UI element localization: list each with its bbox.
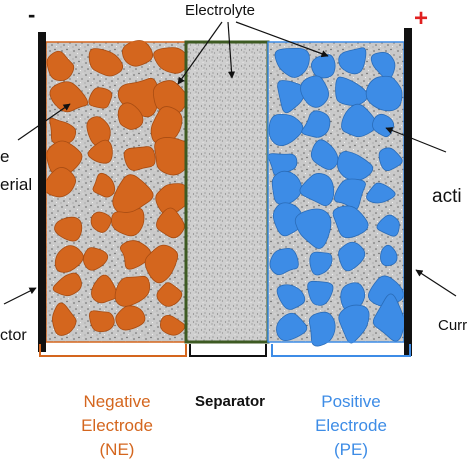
active-particle (376, 214, 400, 237)
electrolyte-arrow-pe (235, 21, 329, 58)
active-particle (144, 244, 179, 284)
plus-sign: + (414, 5, 428, 32)
pe-bracket (271, 344, 411, 357)
active-particle (49, 81, 89, 113)
electrolyte-arrow-sep (227, 21, 236, 79)
active-particle (269, 247, 299, 276)
pe-label-line3: (PE) (334, 440, 368, 459)
left-arrow-collector (3, 287, 37, 305)
active-particle (310, 139, 339, 170)
right-label-collector: Curr (438, 317, 467, 334)
active-particle (44, 167, 76, 198)
ne-label-line3: (NE) (99, 440, 135, 459)
active-particle (156, 207, 185, 239)
left-label-active-1: e (0, 147, 9, 166)
active-particle (338, 241, 366, 272)
active-particle (366, 182, 396, 204)
active-particle (92, 172, 116, 198)
left-label-active-2: erial (0, 175, 32, 194)
active-particle (309, 251, 333, 276)
right-label-active: acti (432, 186, 462, 207)
active-particle (54, 245, 84, 273)
active-particle (310, 54, 336, 79)
active-particle (159, 314, 186, 336)
active-particle (54, 216, 83, 242)
active-particle (332, 205, 369, 239)
ne-label-line1: Negative (83, 392, 151, 411)
active-particle (268, 113, 304, 147)
active-particle (156, 282, 183, 307)
pe-label: Positive Electrode (PE) (296, 390, 406, 462)
active-particle (300, 75, 329, 108)
positive-current-collector (404, 28, 412, 356)
active-particle (335, 76, 369, 106)
active-particle (88, 87, 113, 109)
active-particle (88, 48, 124, 77)
active-particle (87, 139, 113, 164)
separator-label-text: Separator (194, 393, 266, 410)
separator-region (184, 40, 270, 344)
pe-label-line2: Electrode (315, 416, 387, 435)
active-particle (111, 208, 145, 237)
positive-active-particles (267, 47, 405, 347)
separator-label: Separator (180, 390, 280, 414)
active-particle (52, 272, 82, 297)
active-particle (378, 147, 403, 172)
active-particle (276, 284, 306, 310)
active-particle (115, 305, 146, 331)
active-particle (307, 280, 334, 306)
left-arrow-active (17, 103, 71, 141)
active-particle (365, 75, 403, 112)
active-particle (380, 244, 398, 267)
active-particle (294, 208, 332, 249)
right-arrow-active (385, 127, 447, 153)
active-particle (89, 310, 115, 333)
ne-bracket (39, 344, 187, 357)
active-particle (51, 302, 77, 336)
electrolyte-arrow-ne (177, 21, 223, 85)
ne-label: Negative Electrode (NE) (52, 390, 182, 462)
negative-active-particles (44, 40, 194, 336)
active-particle (299, 173, 335, 207)
active-particle (123, 146, 156, 171)
minus-sign: - (28, 2, 35, 27)
active-particle (90, 211, 112, 233)
active-particle (117, 102, 144, 130)
separator-bracket (189, 344, 267, 357)
negative-current-collector (38, 32, 46, 352)
left-label-collector: ctor (0, 327, 27, 344)
active-particle (83, 247, 109, 271)
active-particle (121, 40, 154, 67)
active-particle (119, 240, 152, 270)
electrolyte-label: Electrolyte (185, 2, 255, 19)
ne-label-line2: Electrode (81, 416, 153, 435)
active-particle (46, 50, 75, 82)
pe-label-line1: Positive (321, 392, 381, 411)
active-particle (301, 110, 331, 138)
active-particle (274, 47, 310, 78)
active-particle (308, 311, 336, 347)
active-particle (276, 312, 308, 342)
active-particle (338, 47, 367, 75)
right-arrow-collector (415, 269, 457, 297)
